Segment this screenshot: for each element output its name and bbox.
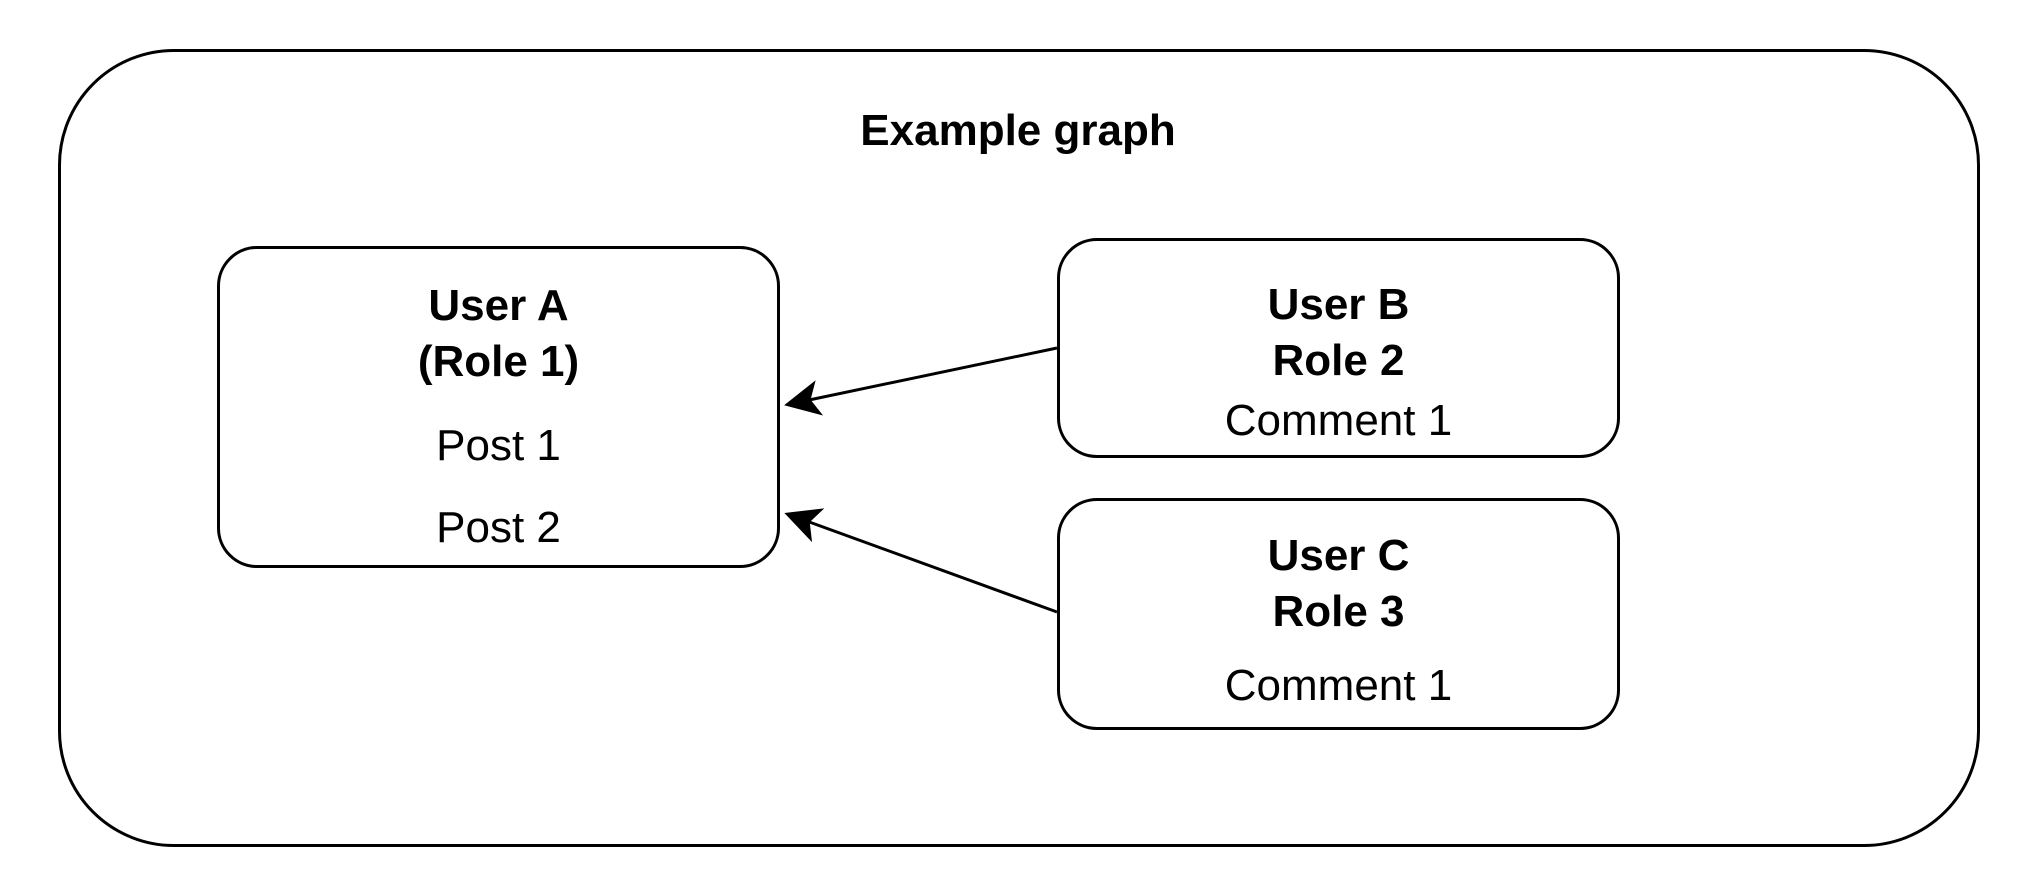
edge-user-b-to-user-a[interactable] [784,346,1058,416]
node-user-a-name: User A [428,281,569,330]
edge-user-c-to-user-a[interactable] [784,508,1058,614]
node-user-b-item-1: Comment 1 [1224,396,1453,445]
node-user-a[interactable]: User A (Role 1) Post 1 Post 2 [217,246,780,568]
node-user-b[interactable]: User B Role 2 Comment 1 [1057,238,1620,458]
node-user-a-item-2: Post 2 [436,503,561,552]
node-user-c-item-1: Comment 1 [1224,661,1453,710]
node-user-b-name: User B [1267,280,1410,329]
graph-title: Example graph [860,106,1176,155]
node-user-b-role: Role 2 [1272,336,1405,385]
node-user-c-name: User C [1267,531,1410,580]
graph-container [58,49,1980,847]
node-user-a-item-1: Post 1 [436,421,561,470]
node-user-c-role: Role 3 [1272,587,1405,636]
node-user-c[interactable]: User C Role 3 Comment 1 [1057,498,1620,730]
node-user-a-role: (Role 1) [417,337,580,386]
